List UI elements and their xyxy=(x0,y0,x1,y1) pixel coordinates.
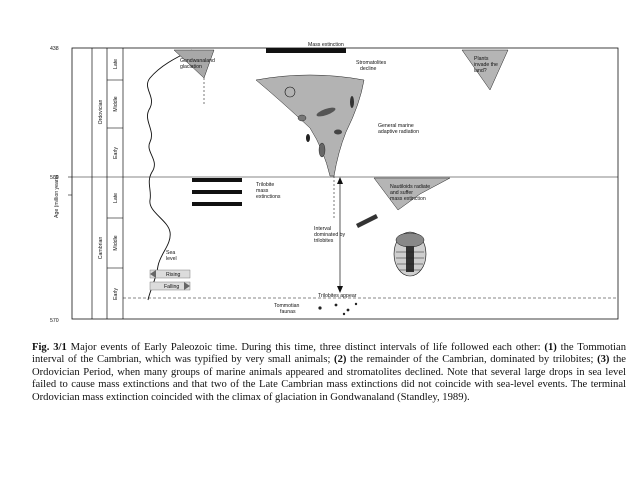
plants-label-3: land? xyxy=(474,68,487,74)
trilobite-extinction-bar-3 xyxy=(192,202,242,206)
marine-radiation-label-1: General marine xyxy=(378,123,414,129)
arrow-head-top xyxy=(337,177,343,184)
trilobite-label-2: mass xyxy=(256,188,269,194)
mass-extinction-bar xyxy=(266,48,346,53)
radiation-cone xyxy=(255,74,365,177)
stromatolites-label-1: Stromatolites xyxy=(356,60,387,66)
plants-label-2: invade the xyxy=(474,62,498,68)
tick-438: 438 xyxy=(50,46,59,52)
caption-text-2: the Tommotian interval of the Cambrian, … xyxy=(32,342,626,366)
glaciation-cone xyxy=(173,49,215,79)
epoch-cambrian-late: Late xyxy=(113,193,119,203)
axis-title: Age (million years) xyxy=(54,175,60,218)
tick-570: 570 xyxy=(50,318,59,324)
fossil-brachiopod-icon xyxy=(297,114,307,122)
fossil-coral-icon xyxy=(318,142,326,158)
epoch-ordovician-late: Late xyxy=(113,59,119,69)
nautiloids-label-1: Nautiloids radiate xyxy=(390,184,430,190)
caption-n3: (3) xyxy=(597,354,610,366)
epoch-ordovician-middle: Middle xyxy=(113,96,119,111)
glaciation-label-2: glaciation xyxy=(180,64,202,70)
epoch-ordovician-early: Early xyxy=(113,147,119,159)
fossil-nautiloid-icon xyxy=(316,107,336,117)
interval-label-2: dominated by xyxy=(314,232,346,238)
nautiloids-cone xyxy=(373,177,451,211)
glaciation-label-1: Gondwanaland xyxy=(180,58,215,64)
trilobite-extinction-bar-1 xyxy=(192,178,242,182)
caption-n1: (1) xyxy=(544,342,557,353)
period-cambrian: Cambrian xyxy=(98,237,104,260)
falling-arrow-icon xyxy=(184,282,190,290)
marine-radiation-label-2: adaptive radiation xyxy=(378,129,419,135)
period-ordovician: Ordovician xyxy=(98,99,104,124)
trilobite-label-1: Trilobite xyxy=(256,182,274,188)
plants-label-1: Plants xyxy=(474,56,489,62)
caption-text-4: the Ordovician Period, when many groups … xyxy=(32,354,626,403)
caption-text-3: the remainder of the Cambrian, dominated… xyxy=(346,354,598,366)
tommotian-fossil-icon xyxy=(346,308,350,312)
rising-arrow-icon xyxy=(150,270,156,278)
epoch-cambrian-middle: Middle xyxy=(113,235,119,250)
fossil-crinoid-icon xyxy=(350,96,354,108)
tommotian-label-1: Tommotian xyxy=(274,303,299,309)
sea-level-curve xyxy=(147,49,193,301)
trilobite-icon xyxy=(393,231,427,277)
tick-505: 505 xyxy=(50,175,59,181)
caption-fig-label: Fig. 3/1 xyxy=(32,342,67,353)
nautiloids-label-3: mass extinction xyxy=(390,196,426,202)
fossil-shell-icon xyxy=(284,86,296,98)
plants-cone xyxy=(461,49,509,91)
figure-caption: Fig. 3/1 Major events of Early Paleozoic… xyxy=(32,342,626,404)
trilobites-appear-label: Trilobites appear xyxy=(318,293,357,299)
rising-label: Rising xyxy=(166,272,181,278)
sea-level-label-1: Sea xyxy=(166,250,175,256)
tommotian-fossil-icon xyxy=(318,306,322,310)
stromatolites-label-2: decline xyxy=(360,66,377,72)
trilobite-label-3: extinctions xyxy=(256,194,281,200)
nautiloid-shell-icon xyxy=(356,214,378,228)
epoch-cambrian-early: Early xyxy=(113,288,119,300)
interval-label-1: Interval xyxy=(314,226,331,232)
mass-extinction-label: Mass extinction xyxy=(308,42,344,48)
tommotian-label-2: faunas xyxy=(280,309,296,315)
fossil-bryozoan-icon xyxy=(334,129,342,135)
sea-level-label-2: level xyxy=(166,256,177,262)
trilobite-extinction-bar-2 xyxy=(192,190,242,194)
fossil-graptolite-icon xyxy=(306,134,310,142)
tommotian-fossil-icon xyxy=(354,302,358,306)
nautiloids-label-2: and suffer xyxy=(390,190,413,196)
caption-text-1: Major events of Early Paleozoic time. Du… xyxy=(66,342,545,353)
arrow-head-bottom xyxy=(337,286,343,293)
tommotian-fossil-icon xyxy=(334,303,338,307)
caption-n2: (2) xyxy=(334,354,347,366)
interval-label-3: trilobites xyxy=(314,238,334,244)
tommotian-fossil-icon xyxy=(342,312,346,316)
falling-label: Falling xyxy=(164,284,179,290)
